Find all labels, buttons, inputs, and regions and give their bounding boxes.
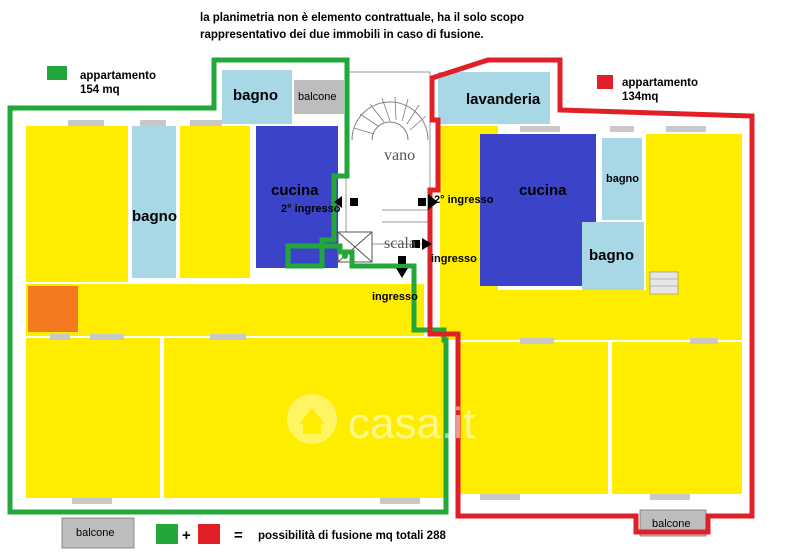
stair-step-4 [381, 97, 391, 122]
arrow-right-2-icon [422, 238, 432, 250]
right-hatch [649, 271, 679, 295]
label-cucina-right: cucina [519, 182, 567, 199]
left-room-1 [26, 126, 128, 282]
disclaimer-note: la planimetria non è elemento contrattua… [200, 10, 560, 44]
door-mark-lower [398, 256, 406, 264]
left-bath-top [222, 70, 292, 124]
formula-red-swatch [198, 524, 220, 544]
stair-core [345, 71, 431, 245]
right-bath-small [602, 138, 642, 220]
label-scala: scala [384, 235, 416, 252]
stair-arc [351, 101, 429, 141]
formula-equals: = [234, 527, 243, 544]
left-balcony-top [294, 80, 344, 114]
wall-marks [50, 120, 718, 504]
arrow-down-icon [396, 268, 408, 278]
right-bath [582, 222, 644, 292]
door-mark-center [412, 240, 420, 248]
room-labels: bagno balcone lavanderia cucina cucina b… [76, 87, 691, 539]
legend-red-swatch [597, 75, 613, 89]
stair-step-3 [369, 103, 385, 123]
watermark-text: casa.it [348, 399, 475, 448]
door-mark-right [418, 198, 426, 206]
stair-step-7 [406, 104, 420, 125]
label-balcone-bottom-left: balcone [76, 527, 115, 539]
green-apartment-outline [7, 57, 449, 515]
stair-step-1 [353, 127, 375, 135]
label-ingresso-right: ingresso [431, 253, 477, 265]
label-balcone-bottom-right: balcone [652, 518, 691, 530]
right-kitchen-top [506, 134, 596, 156]
right-laundry [438, 72, 550, 124]
label-bagno-left: bagno [132, 208, 177, 225]
label-ingresso-left: ingresso [372, 291, 418, 303]
arrow-right-icon [428, 194, 438, 210]
left-closet [28, 286, 78, 332]
right-kitchen [480, 134, 596, 286]
legend-green-text: appartamento 154 mq [80, 69, 156, 97]
left-room-2 [180, 126, 250, 278]
label-bagno-top: bagno [233, 87, 278, 104]
balcony-bottom-left [61, 517, 135, 549]
door-markers [334, 194, 438, 278]
formula-text: possibilità di fusione mq totali 288 [258, 530, 446, 542]
label-bagno-right: bagno [589, 247, 634, 264]
formula-plus: + [182, 527, 191, 544]
legend-red-size: 134mq [622, 91, 659, 103]
label-ingresso-left-2: 2° ingresso [281, 203, 341, 215]
left-bath-tall [132, 126, 176, 278]
label-ingresso-right-2: 2° ingresso [434, 194, 494, 206]
legend-green-size: 154 mq [80, 84, 120, 96]
right-corridor [440, 290, 742, 340]
right-room-4 [612, 342, 742, 494]
left-apartment [26, 70, 446, 498]
casa-it-watermark: casa.it [287, 394, 475, 448]
label-balcone-top: balcone [298, 91, 337, 103]
legend-green-swatch [47, 66, 67, 80]
door-mark-left [350, 198, 358, 206]
label-cucina-left: cucina [271, 182, 319, 199]
stair-step-5 [394, 96, 397, 121]
left-room-3 [26, 338, 160, 498]
watermark-house-icon [299, 408, 325, 434]
label-bagno-right-small: bagno [606, 173, 639, 185]
stair-step-8 [409, 115, 427, 131]
legend-green-label: appartamento [80, 70, 157, 82]
right-apartment [438, 72, 742, 494]
stair-step-2 [359, 113, 379, 127]
legend-red-label: appartamento [622, 77, 699, 89]
stair-step-6 [401, 98, 409, 122]
disclaimer-line-2: rappresentativo dei due immobili in caso… [200, 29, 484, 41]
left-corridor [26, 284, 424, 336]
legend-red-text: appartamento 134mq [622, 76, 698, 104]
right-room-3 [458, 342, 608, 494]
formula-green-swatch [156, 524, 178, 544]
arrow-left-icon [334, 196, 342, 208]
staircase [337, 71, 431, 263]
label-vano: vano [384, 147, 415, 164]
stair-arc-inner [371, 121, 409, 141]
red-apartment-outline [427, 57, 755, 535]
disclaimer-line-1: la planimetria non è elemento contrattua… [200, 12, 524, 24]
label-lavanderia: lavanderia [466, 91, 541, 108]
